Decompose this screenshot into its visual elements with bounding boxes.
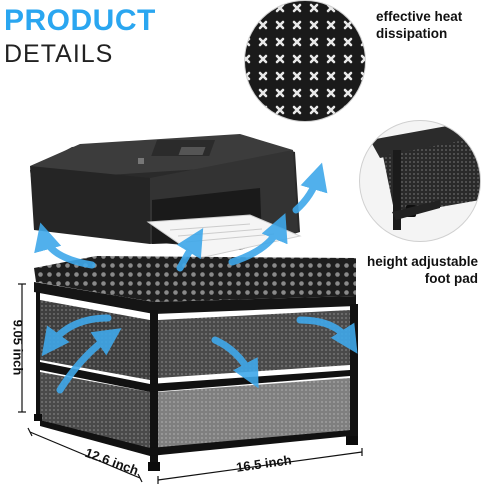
page-subtitle: DETAILS	[4, 40, 114, 68]
feature-foot-line1: height adjustable	[366, 254, 478, 269]
dimension-height-label: 9.05 inch	[10, 319, 26, 376]
feature-heat-line2: dissipation	[376, 26, 448, 41]
feature-foot-line2: foot pad	[424, 271, 478, 286]
feature-foot-label: height adjustable foot pad	[362, 253, 478, 287]
feature-heat-label: effective heat dissipation	[376, 8, 462, 42]
feature-heat-line1: effective heat	[376, 9, 463, 24]
page-title: PRODUCT	[4, 4, 156, 37]
